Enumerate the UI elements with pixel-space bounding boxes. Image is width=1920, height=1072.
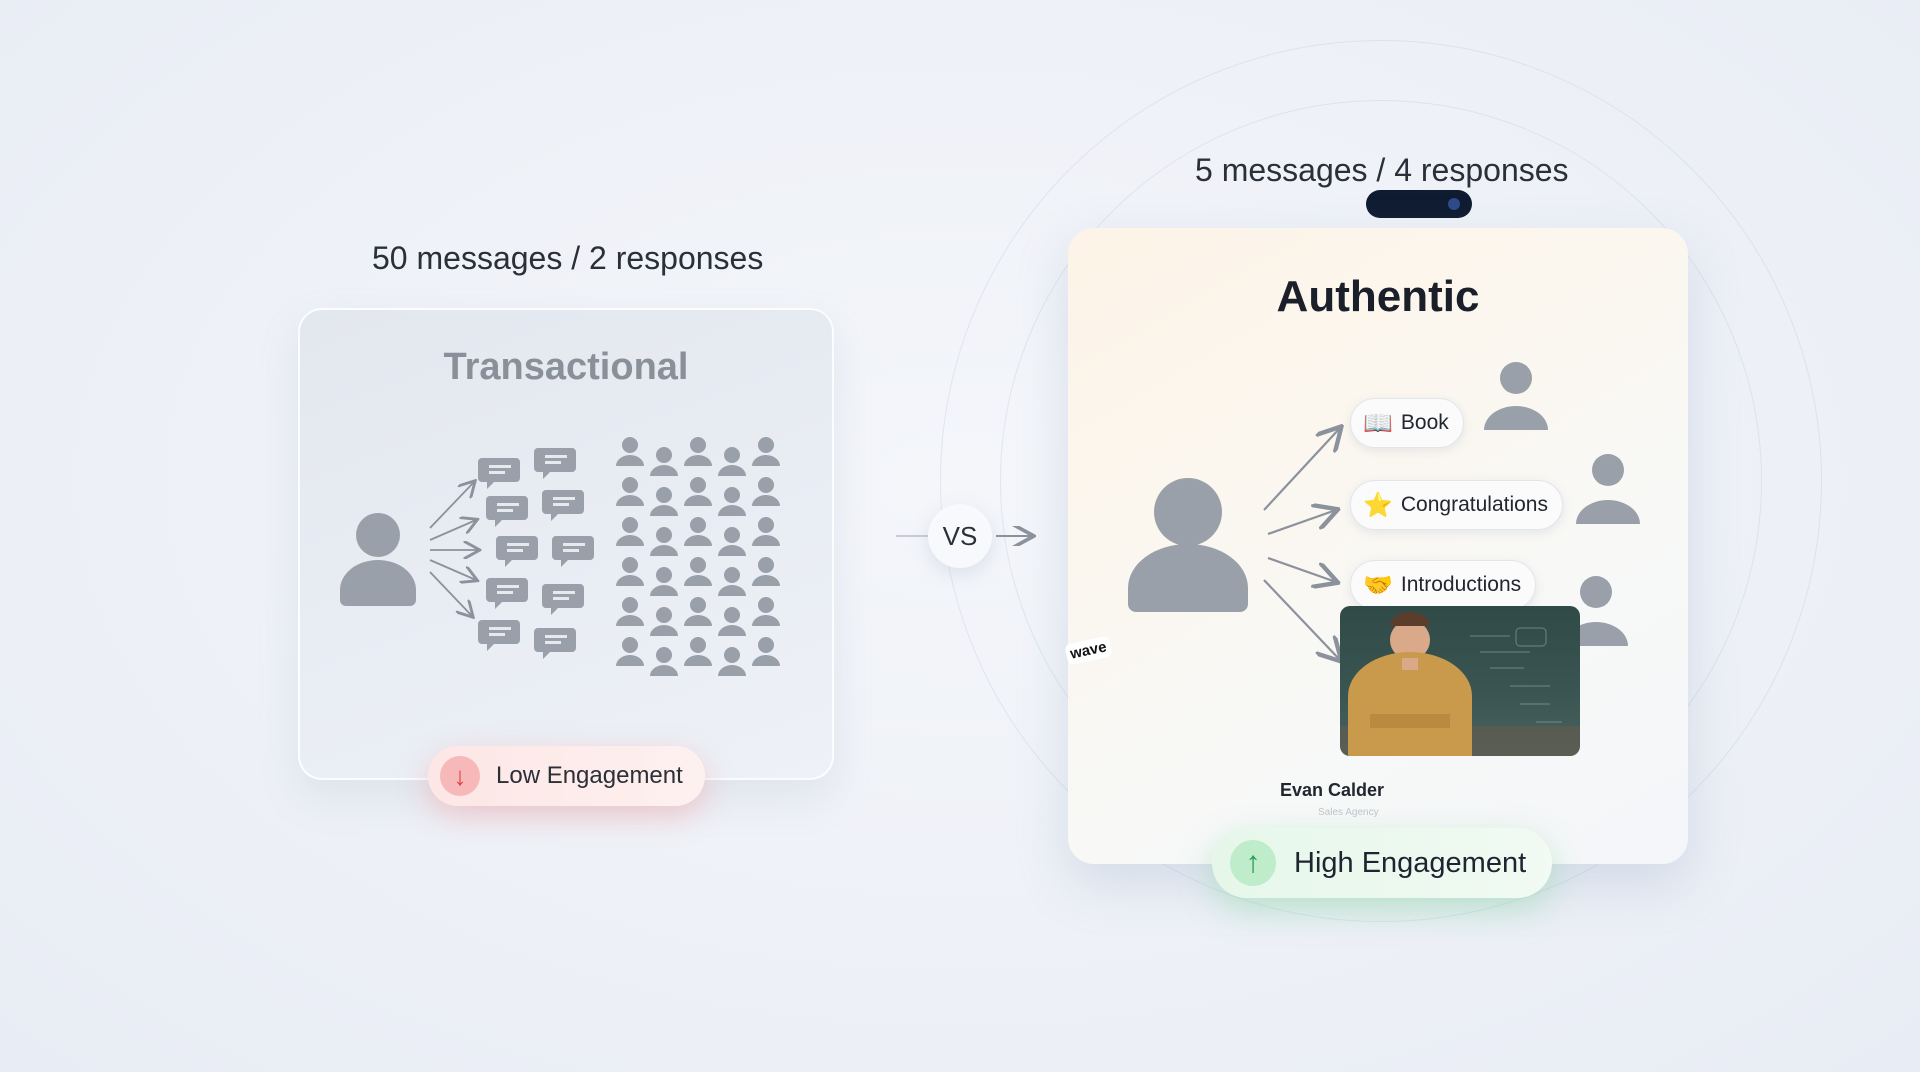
low-engagement-label: Low Engagement	[496, 762, 683, 789]
authentic-title: Authentic	[1276, 272, 1480, 321]
high-engagement-label: High Engagement	[1294, 846, 1527, 879]
left-caption: 50 messages / 2 responses	[372, 240, 764, 276]
arrow-down-icon: ↓	[440, 756, 480, 796]
star-icon: ⭐	[1363, 491, 1393, 519]
chip-introductions: 🤝 Introductions	[1350, 560, 1537, 610]
chip-congratulations: ⭐ Congratulations	[1350, 480, 1563, 530]
sender-person-icon	[1128, 478, 1248, 612]
personal-arrows	[1263, 428, 1340, 660]
camera-icon	[1366, 190, 1472, 218]
person-name: Evan Calder	[1280, 780, 1385, 800]
sender-person-icon	[340, 513, 416, 606]
right-caption: 5 messages / 4 responses	[1195, 152, 1569, 188]
chip-label: Congratulations	[1400, 493, 1548, 516]
chip-book: 📖 Book	[1350, 398, 1464, 448]
high-engagement-badge: ↑ High Engagement	[1212, 828, 1553, 898]
recipient-crowd	[616, 437, 780, 676]
vs-badge: VS	[928, 504, 992, 568]
authentic-diagram	[1128, 362, 1640, 864]
book-icon: 📖	[1363, 409, 1393, 437]
handshake-icon: 🤝	[1363, 571, 1393, 599]
person-photo	[1340, 606, 1580, 756]
recipient-person-icon	[1484, 362, 1548, 430]
recipient-person-icon	[1576, 454, 1640, 524]
authentic-card: Authentic	[1068, 228, 1688, 864]
arrow-up-icon: ↑	[1230, 840, 1276, 886]
broadcast-arrows	[429, 482, 478, 616]
vs-connector	[896, 526, 1052, 546]
message-bubbles	[478, 448, 594, 659]
person-subtitle: Sales Agency	[1318, 807, 1379, 818]
chip-label: Book	[1400, 411, 1449, 434]
low-engagement-badge: ↓ Low Engagement	[428, 746, 705, 806]
recipient-person-icon	[1564, 576, 1628, 646]
transactional-title: Transactional	[443, 346, 689, 388]
chip-label: Introductions	[1400, 573, 1522, 596]
transactional-diagram	[340, 437, 780, 676]
transactional-card: Transactional	[298, 308, 834, 780]
